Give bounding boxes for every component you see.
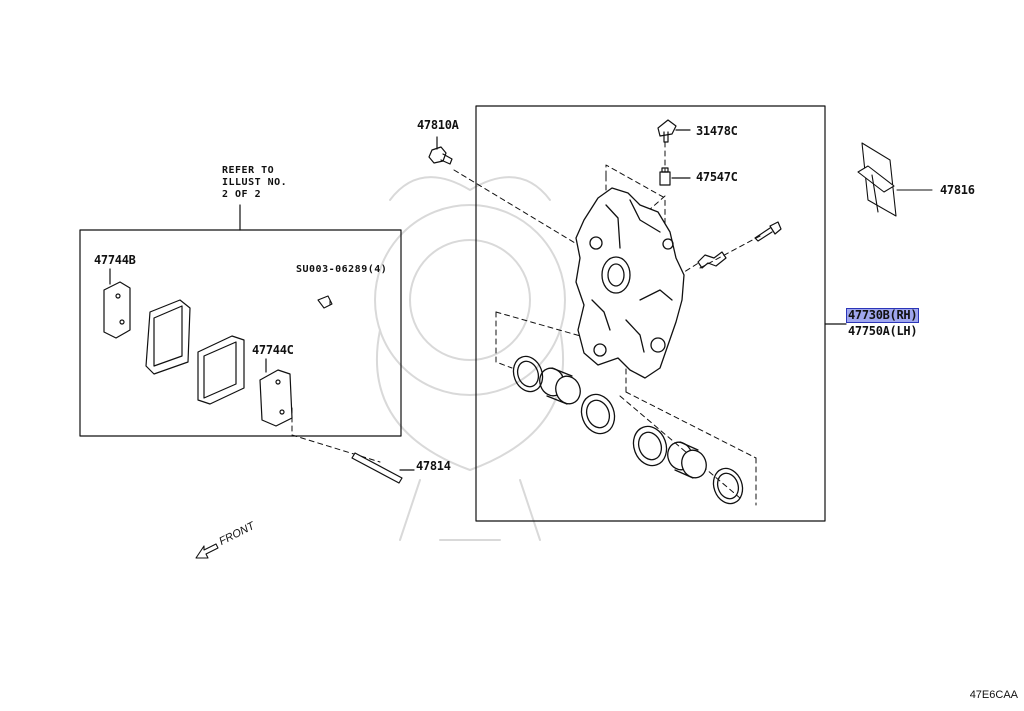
label-47744C[interactable]: 47744C [252,343,294,357]
shim-47744B-icon [103,268,131,339]
piston-rear [667,441,707,479]
cap-47547C-icon [659,167,691,186]
label-31478C[interactable]: 31478C [696,124,738,138]
bolt-47810A-icon [428,136,453,165]
label-47730B-highlighted[interactable]: 47730B(RH) [845,308,920,323]
label-47814[interactable]: 47814 [416,459,451,473]
piston-seal-front [512,355,544,393]
dust-boot-front [580,393,616,435]
brake-pad-front-icon [145,299,191,375]
spring-clip-icon [697,251,727,269]
shim-47744C-icon [259,358,293,427]
label-47547C[interactable]: 47547C [696,170,738,184]
label-47810A[interactable]: 47810A [417,118,459,132]
reference-note-line-1: REFER TO [222,165,275,176]
reference-note-line-2: ILLUST NO. [222,177,288,188]
caliper-body [575,187,685,379]
label-47750A[interactable]: 47750A(LH) [848,324,918,338]
piston-front [539,367,581,405]
reference-note-line-3: 2 OF 2 [222,189,262,200]
dust-boot-rear [632,425,668,467]
illustration-code: 47E6CAA [969,689,1018,701]
shim-47816-icon [857,142,933,217]
label-SU003[interactable]: SU003-06289(4) [296,264,388,275]
bolt-right-icon [754,221,782,242]
label-47816[interactable]: 47816 [940,183,975,197]
pin-47814-icon [351,452,415,484]
brake-pad-rear-icon [197,335,245,405]
reference-note: REFER TO ILLUST NO. 2 OF 2 [222,165,287,201]
front-arrow-icon [195,543,219,559]
label-47744B[interactable]: 47744B [94,253,136,267]
watermark-logo [374,176,566,541]
pin-SU003-icon [317,295,333,309]
bleeder-31478C-icon [657,119,691,143]
caliper-assembly-box [475,105,826,522]
piston-seal-rear [712,467,744,505]
